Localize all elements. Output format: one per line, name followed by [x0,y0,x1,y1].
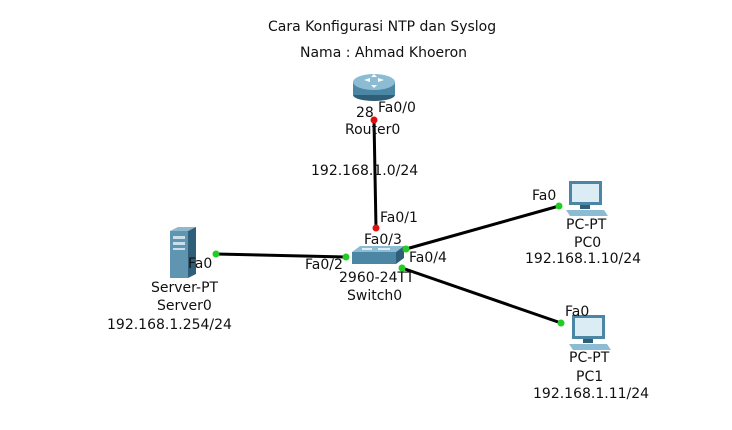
port-dot-router-fa00 [370,116,378,124]
link-switch-pc0[interactable] [405,204,560,251]
pc0-icon[interactable] [566,181,608,216]
link-server-switch[interactable] [215,252,347,259]
link-switch-pc1[interactable] [401,266,562,325]
network-label: 192.168.1.0/24 [311,163,419,179]
router-model-label: 28 [356,105,374,121]
author-name: Nama : Ahmad Khoeron [300,45,468,61]
port-dot-switch-fa01 [372,224,380,232]
port-dot-server-fa0 [212,250,220,258]
pc1-icon[interactable] [569,315,611,350]
server-name-label: Server0 [157,298,212,314]
server-ip-label: 192.168.1.254/24 [107,317,232,333]
port-dot-switch-fa03 [402,245,410,253]
router-icon[interactable] [353,74,395,101]
pc0-name-label: PC0 [574,235,602,251]
port-dot-switch-fa04 [398,264,406,272]
switch-name-label: Switch0 [347,288,403,304]
pc1-name-label: PC1 [576,369,604,385]
pc1-model-label: PC-PT [569,350,610,366]
switch-port-fa04: Fa0/4 [409,250,447,266]
router-port-fa00: Fa0/0 [378,100,416,116]
pc1-port-fa0: Fa0 [565,304,590,320]
port-dot-pc0-fa0 [555,202,563,210]
switch-port-fa01: Fa0/1 [380,210,418,226]
pc0-model-label: PC-PT [566,217,607,233]
pc0-ip-label: 192.168.1.10/24 [525,251,642,267]
server-model-label: Server-PT [151,280,219,296]
port-dot-switch-fa02 [342,253,350,261]
pc1-ip-label: 192.168.1.11/24 [533,386,650,402]
diagram-title: Cara Konfigurasi NTP dan Syslog [268,19,497,35]
server-port-fa0: Fa0 [188,256,213,272]
server-icon[interactable] [170,227,196,278]
switch-port-fa02: Fa0/2 [305,257,343,273]
switch-icon[interactable] [352,246,404,264]
router-name-label: Router0 [345,122,401,138]
port-dot-pc1-fa0 [557,319,565,327]
switch-port-fa03: Fa0/3 [364,232,402,248]
link-router-switch[interactable] [372,119,378,229]
pc0-port-fa0: Fa0 [532,188,557,204]
switch-model-label: 2960-24TT [339,270,415,286]
